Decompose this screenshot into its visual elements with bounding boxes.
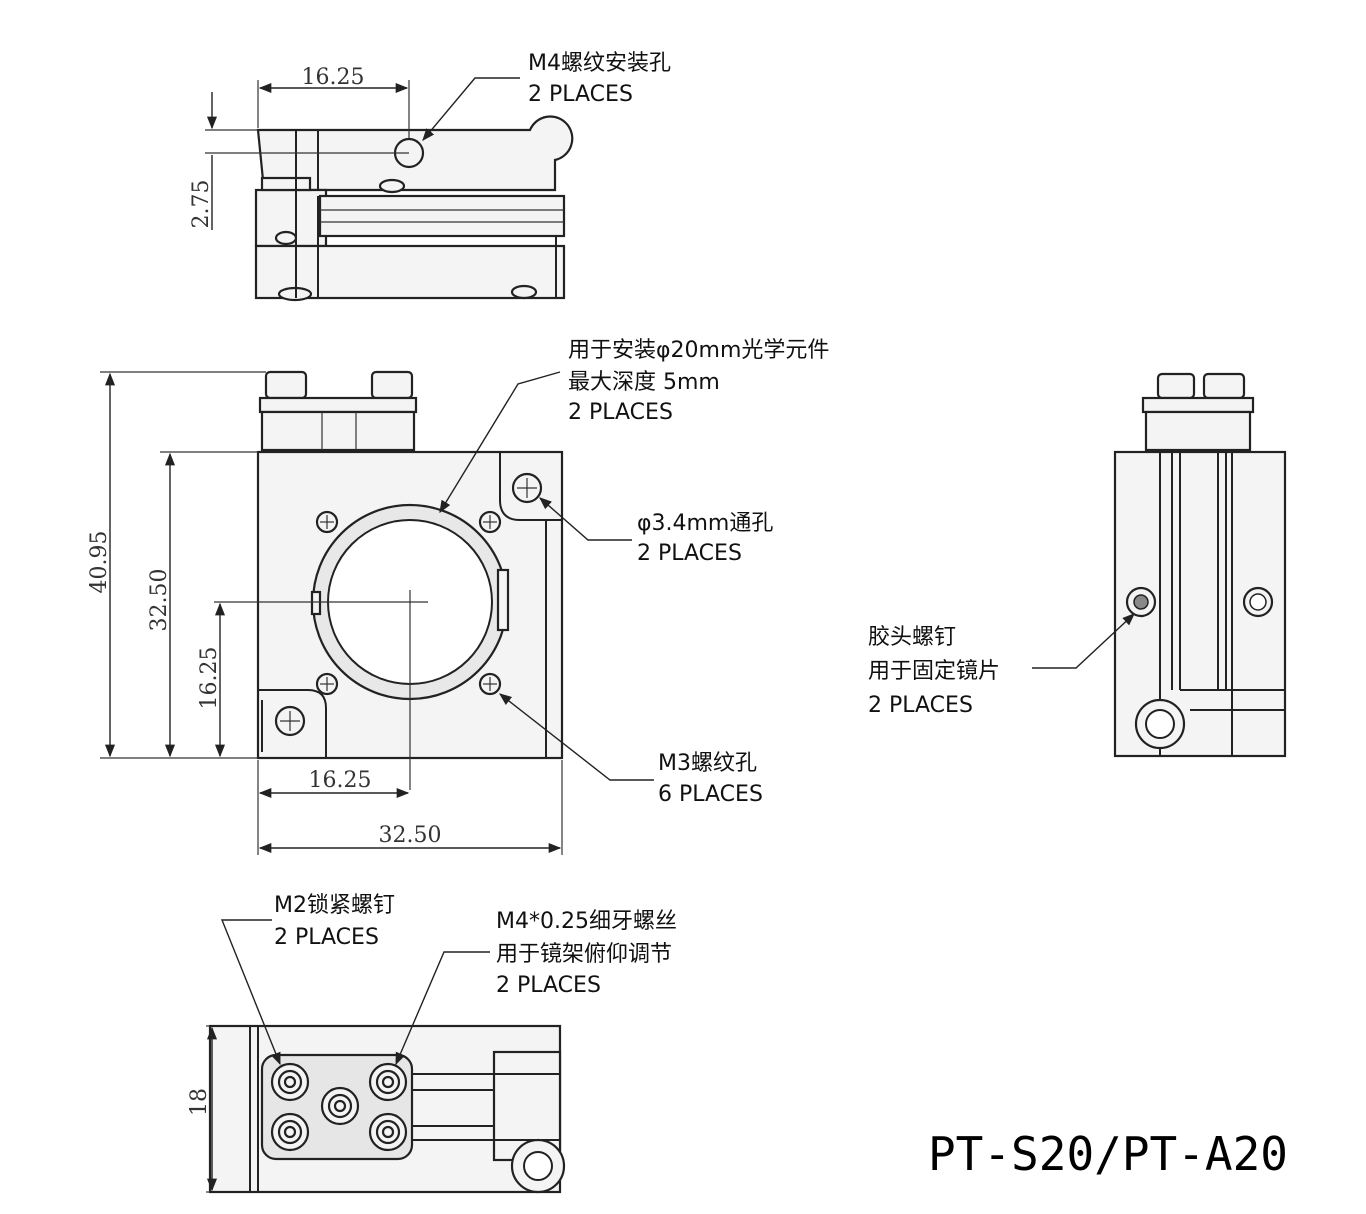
dim-front-total-height: 40.95 [87,531,112,594]
m3-hole [315,510,339,534]
note-glue-screw-line3: 2 PLACES [868,693,973,718]
note-m3-hole-line1: M3螺纹孔 [658,751,757,776]
dim-front-body-height: 32.50 [147,569,172,632]
through-hole [274,705,306,737]
note-through-hole-line2: 2 PLACES [637,541,742,566]
through-hole [511,472,543,504]
dim-front-center-width: 16.25 [309,768,372,793]
front-view [100,370,564,855]
note-optic-line1: 用于安装φ20mm光学元件 [568,338,829,363]
note-m3-hole-line2: 6 PLACES [658,782,763,807]
dim-top-width: 16.25 [302,65,365,90]
m3-hole [315,672,339,696]
dim-top-height: 2.75 [189,180,214,229]
note-m2-screw-line2: 2 PLACES [274,925,379,950]
note-fine-thread-line3: 2 PLACES [496,973,601,998]
m2-lock-screw [270,1062,310,1102]
note-glue-screw-line2: 用于固定镜片 [868,659,1000,684]
model-title: PT-S20/PT-A20 [928,1127,1288,1181]
note-optic-line3: 2 PLACES [568,400,673,425]
note-m4-hole-line2: 2 PLACES [528,82,633,107]
m3-hole [478,672,502,696]
m3-hole [478,510,502,534]
top-view [205,80,574,302]
center-screw [320,1086,360,1126]
note-fine-thread-line2: 用于镜架俯仰调节 [496,942,672,967]
side-view [1113,372,1287,758]
note-m4-hole-line1: M4螺纹安装孔 [528,51,671,76]
note-fine-thread-line1: M4*0.25细牙螺丝 [496,909,677,934]
note-m2-screw-line1: M2锁紧螺钉 [274,893,395,918]
note-glue-screw-line1: 胶头螺钉 [868,625,956,650]
fine-thread-screw [368,1062,408,1102]
dim-bottom-height: 18 [187,1088,212,1116]
note-through-hole-line1: φ3.4mm通孔 [637,511,773,536]
dim-front-center-height: 16.25 [197,647,222,710]
m2-lock-screw [270,1112,310,1152]
fine-thread-screw [368,1112,408,1152]
dim-front-width: 32.50 [379,823,442,848]
note-optic-line2: 最大深度 5mm [568,370,720,395]
bottom-view [206,1024,566,1194]
